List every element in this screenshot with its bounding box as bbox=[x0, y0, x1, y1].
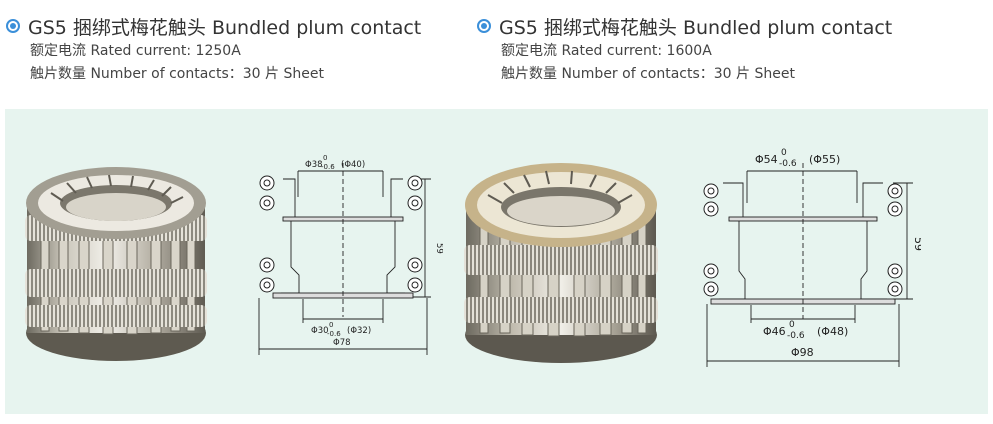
left-technical-drawing: Φ38 0 -0.6 (Φ40) Φ30 0 -0.6 (Φ32) Φ78 59 bbox=[258, 154, 443, 355]
right-number-of-contacts: 触片数量 Number of contacts：30 片 Sheet bbox=[501, 66, 795, 82]
left-heading: GS5 捆绑式梅花触头 Bundled plum contact 额定电流 Ra… bbox=[6, 12, 421, 86]
left-number-of-contacts: 触片数量 Number of contacts：30 片 Sheet bbox=[30, 66, 324, 82]
right-height-dimension: 59 bbox=[912, 237, 921, 251]
left-bottom-diameter: Φ30 bbox=[311, 326, 329, 336]
left-bottom-alt-diameter: (Φ32) bbox=[347, 326, 371, 336]
left-rated-current: 额定电流 Rated current: 1250A bbox=[30, 43, 241, 59]
right-top-tol-lower: -0.6 bbox=[779, 159, 797, 169]
right-technical-drawing: Φ54 0 -0.6 (Φ55) Φ46 0 -0.6 (Φ48) Φ98 59 bbox=[703, 148, 921, 367]
right-bottom-diameter: Φ46 bbox=[763, 325, 786, 338]
left-height-dimension: 59 bbox=[434, 243, 443, 254]
left-contact-photo bbox=[25, 167, 207, 361]
right-title: GS5 捆绑式梅花触头 Bundled plum contact bbox=[499, 16, 893, 39]
right-top-diameter: Φ54 bbox=[755, 153, 778, 166]
right-top-alt-diameter: (Φ55) bbox=[809, 153, 840, 166]
left-top-tol-upper: 0 bbox=[323, 154, 327, 162]
left-top-diameter: Φ38 bbox=[305, 160, 323, 170]
left-top-alt-diameter: (Φ40) bbox=[341, 160, 365, 170]
circle-bullet-icon bbox=[6, 19, 20, 33]
circle-bullet-icon bbox=[477, 19, 491, 33]
product-panel: Φ38 0 -0.6 (Φ40) Φ30 0 -0.6 (Φ32) Φ78 59 bbox=[5, 109, 988, 414]
left-top-tol-lower: -0.6 bbox=[321, 163, 335, 171]
right-overall-diameter: Φ98 bbox=[791, 346, 814, 359]
right-bottom-tol-lower: -0.6 bbox=[787, 331, 805, 341]
left-title: GS5 捆绑式梅花触头 Bundled plum contact bbox=[28, 16, 422, 39]
left-overall-diameter: Φ78 bbox=[333, 338, 351, 348]
right-bottom-alt-diameter: (Φ48) bbox=[817, 325, 848, 338]
right-heading: GS5 捆绑式梅花触头 Bundled plum contact 额定电流 Ra… bbox=[477, 12, 892, 86]
right-contact-photo bbox=[464, 163, 658, 363]
right-rated-current: 额定电流 Rated current: 1600A bbox=[501, 43, 712, 59]
left-bottom-tol-lower: -0.6 bbox=[327, 330, 341, 338]
right-bottom-tol-upper: 0 bbox=[789, 320, 795, 330]
left-bottom-tol-upper: 0 bbox=[329, 321, 333, 329]
right-top-tol-upper: 0 bbox=[781, 148, 787, 158]
